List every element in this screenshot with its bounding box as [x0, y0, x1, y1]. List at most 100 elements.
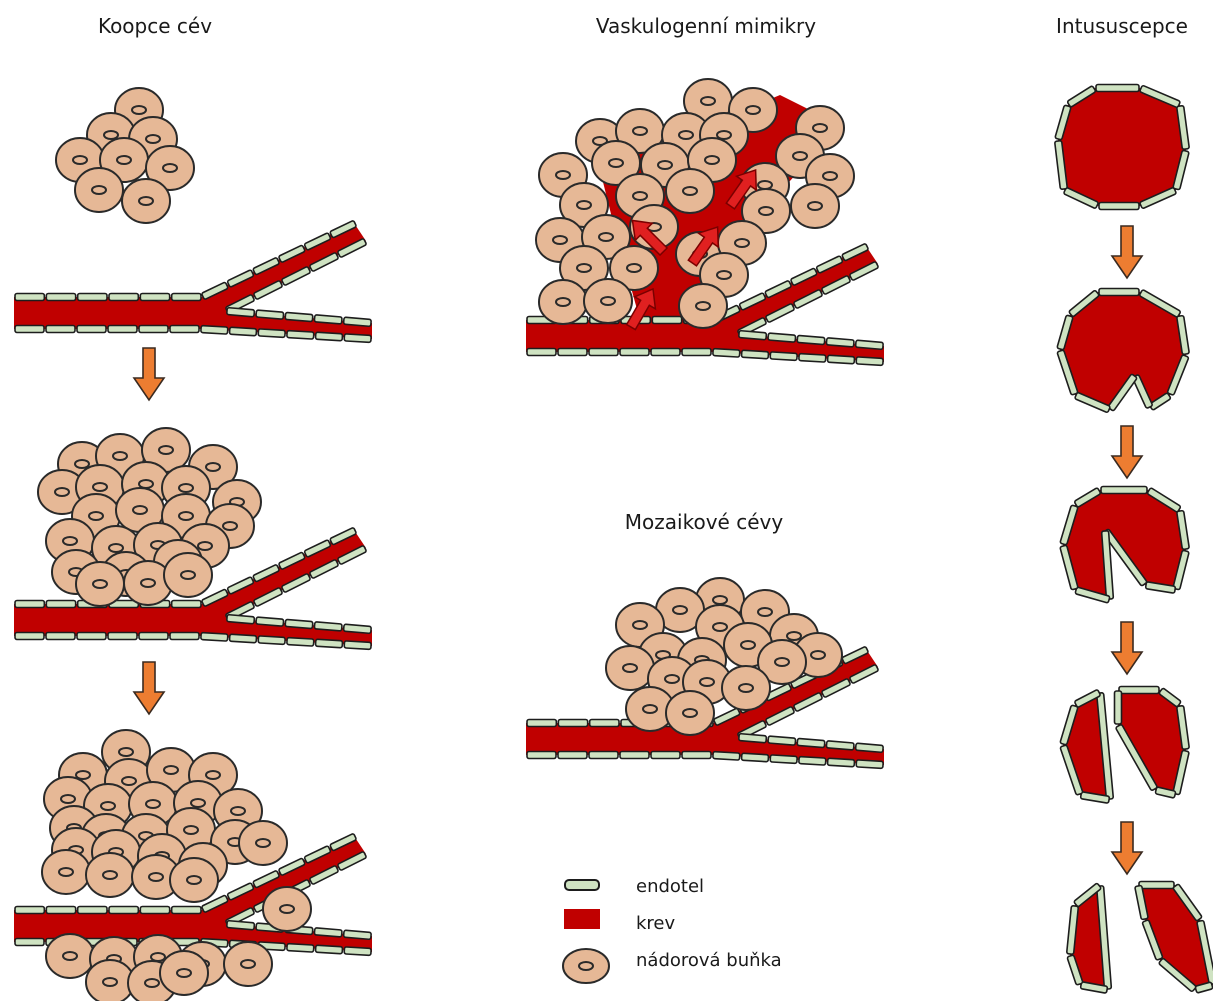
endothelial-cell: [170, 633, 199, 640]
vessel-cross-section-split: [1067, 882, 1213, 994]
tumor-cell: [263, 887, 311, 931]
endothelial-cell: [314, 622, 342, 631]
endothelial-cell: [856, 357, 883, 366]
tumor-cell: [75, 168, 123, 212]
tumor-cell-cluster: [606, 578, 842, 735]
vasculogenic-mimicry-illustration: [526, 79, 884, 365]
endothelial-cell: [682, 752, 711, 759]
endothelial-cell: [558, 349, 587, 356]
endothelial-cell: [682, 349, 711, 356]
endothelial-cell: [797, 738, 825, 747]
tumor-cell: [76, 562, 124, 606]
tumor-cell: [86, 853, 134, 897]
endothelial-cell: [15, 601, 44, 608]
endothelial-cell: [739, 734, 767, 743]
endothelial-cell: [172, 907, 201, 914]
tumor-cell: [679, 284, 727, 328]
endothelial-cell: [170, 326, 199, 333]
endothelial-cell: [258, 636, 285, 645]
endothelial-cell: [201, 326, 228, 335]
tumor-cell-cluster: [42, 730, 311, 1001]
tumor-cell-cluster: [56, 88, 194, 223]
endothelial-cell: [527, 720, 556, 727]
co-option-stage-3: [14, 730, 372, 1001]
endothelial-cell: [620, 349, 649, 356]
endothelial-cell: [287, 944, 314, 953]
endothelial-cell: [827, 355, 854, 364]
endothelial-cell: [314, 315, 342, 324]
endothelial-cell: [651, 349, 680, 356]
endothelial-cell: [558, 752, 587, 759]
endothelial-cell: [229, 634, 256, 643]
endothelial-cell: [314, 928, 342, 937]
endothelial-cell: [46, 907, 75, 914]
endothelial-cell: [741, 350, 768, 359]
endothelial-cell: [558, 720, 587, 727]
endothelial-cell: [227, 308, 255, 317]
tumor-cell: [666, 691, 714, 735]
endothelial-cell: [344, 317, 372, 326]
endothelial-cell: [713, 752, 740, 761]
endothelial-cell: [315, 332, 342, 341]
vessel-cross-section-splitting: [1060, 687, 1189, 804]
endothelial-cell: [227, 615, 255, 624]
endothelial-cell: [1099, 203, 1139, 210]
endothelial-cell: [46, 633, 75, 640]
endothelial-cell: [287, 331, 314, 340]
endothelial-cell: [108, 326, 137, 333]
endothelial-cell: [139, 326, 168, 333]
endothelial-cell: [15, 326, 44, 333]
endothelial-cell: [1139, 882, 1174, 889]
endothelial-cell: [799, 757, 826, 766]
endothelial-cell: [344, 641, 371, 650]
intussusception-sequence: [1055, 85, 1213, 994]
endothelial-cell: [285, 619, 313, 628]
endothelial-cell: [15, 294, 44, 301]
endothelial-cell: [315, 945, 342, 954]
mosaic-vessels-illustration: [526, 578, 884, 768]
endothelial-cell: [856, 340, 884, 349]
endothelial-cell: [1101, 487, 1147, 494]
endothelial-cell: [140, 907, 169, 914]
endothelial-cell: [527, 752, 556, 759]
legend-blood-swatch: [564, 909, 600, 929]
endothelial-cell: [287, 638, 314, 647]
tumor-cell: [46, 934, 94, 978]
tumor-cell: [164, 553, 212, 597]
endothelial-cell: [652, 317, 681, 324]
endothelial-cell: [15, 939, 44, 946]
endothelial-cell: [140, 294, 169, 301]
tumor-cell-cluster: [38, 428, 261, 606]
orange-down-arrow: [134, 348, 164, 400]
endothelial-cell: [315, 639, 342, 648]
tumor-cell: [239, 821, 287, 865]
endothelial-cell: [826, 338, 854, 347]
co-option-stage-2: [14, 428, 372, 649]
orange-down-arrow: [134, 662, 164, 714]
endothelial-cell: [1099, 289, 1139, 296]
endothelial-cell: [229, 327, 256, 336]
panel-title-intussusception: Intususcepce: [1056, 14, 1188, 38]
endothelial-cell: [46, 294, 75, 301]
tumor-cell: [606, 646, 654, 690]
endothelial-cell: [285, 312, 313, 321]
endothelial-cell: [46, 326, 75, 333]
endothelial-cell: [256, 617, 284, 626]
endothelial-cell: [1119, 687, 1159, 694]
tumor-cell: [791, 184, 839, 228]
endothelial-cell: [109, 294, 138, 301]
endothelial-cell: [344, 624, 372, 633]
endothelial-cell: [770, 755, 797, 764]
endothelial-cell: [651, 752, 680, 759]
endothelial-cell: [172, 294, 201, 301]
tumor-cell: [584, 279, 632, 323]
endothelial-cell: [344, 947, 371, 956]
legend-endothelium-swatch: [565, 880, 599, 890]
endothelial-cell: [739, 331, 767, 340]
endothelial-cell: [590, 720, 619, 727]
endothelial-cell: [856, 743, 884, 752]
panel-title-vasculogenic-mimicry: Vaskulogenní mimikry: [596, 14, 816, 38]
legend-blood-label: krev: [636, 913, 676, 934]
endothelial-cell: [589, 752, 618, 759]
